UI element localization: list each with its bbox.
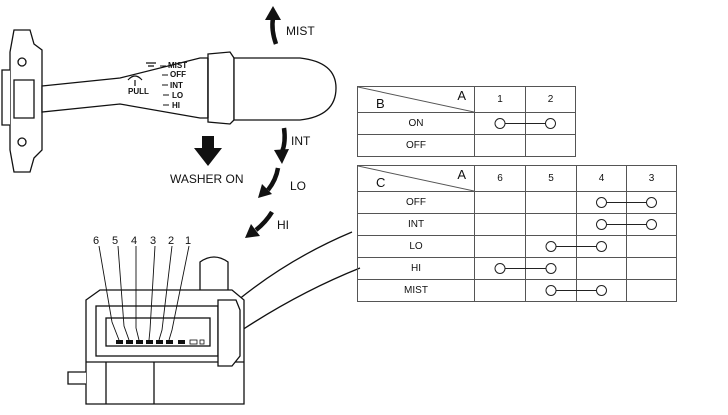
table-corner-cell: A C [357, 165, 475, 192]
switch-position-label: MIST [357, 279, 475, 302]
pin-number: 6 [93, 235, 99, 247]
continuity-cell [626, 191, 677, 214]
continuity-cell [525, 134, 576, 157]
continuity-cell [525, 112, 576, 135]
continuity-cell [626, 279, 677, 302]
washer-arrow-label: WASHER ON [170, 172, 244, 186]
corner-label-b: B [376, 96, 385, 111]
table-header-row: A B 1 2 [357, 86, 576, 113]
continuity-cell [474, 257, 526, 280]
corner-label-c: C [376, 175, 386, 190]
switch-position-label: OFF [357, 134, 475, 157]
switch-position-label: HI [357, 257, 475, 280]
continuity-cell [576, 279, 627, 302]
terminal-header: 1 [474, 86, 526, 113]
connector-pin-numbers: 6 5 4 3 2 1 [93, 235, 191, 247]
terminal-header: 3 [626, 165, 677, 192]
table-row: ON [357, 112, 576, 135]
stalk-label-lo: LO [172, 91, 183, 100]
wiper-lever [41, 51, 337, 125]
continuity-cell [525, 235, 577, 258]
continuity-table-c: A C 6 5 4 3 OFF INT LO HI MIST [357, 165, 677, 302]
table-row: HI [357, 257, 677, 280]
continuity-cell [525, 257, 577, 280]
pin-number: 2 [168, 235, 174, 247]
switch-position-label: LO [357, 235, 475, 258]
table-row: OFF [357, 134, 576, 157]
washer-arrow-icon [194, 136, 222, 166]
stalk-label-off: OFF [170, 70, 186, 79]
continuity-cell [576, 191, 627, 214]
mist-arrow-icon [265, 6, 281, 45]
switch-connector [67, 231, 361, 405]
continuity-cell [626, 235, 677, 258]
stalk-markings: PULL MIST OFF INT LO HI [127, 61, 187, 110]
stalk-label-int: INT [170, 81, 183, 90]
continuity-cell [525, 191, 577, 214]
corner-label-a: A [457, 88, 466, 103]
terminal-header: 5 [525, 165, 577, 192]
continuity-cell [474, 213, 526, 236]
table-row: OFF [357, 191, 677, 214]
stalk-label-mist: MIST [168, 61, 187, 70]
continuity-cell [474, 279, 526, 302]
switch-position-label: OFF [357, 191, 475, 214]
continuity-cell [474, 235, 526, 258]
column-mount [1, 29, 43, 173]
terminal-header: 4 [576, 165, 627, 192]
corner-label-a: A [457, 167, 466, 182]
continuity-table-b: A B 1 2 ON OFF [357, 86, 576, 157]
terminal-header: 6 [474, 165, 526, 192]
continuity-cell [474, 134, 526, 157]
pin-number: 3 [150, 235, 156, 247]
mist-arrow-label: MIST [286, 24, 315, 38]
pin-number: 1 [185, 235, 191, 247]
continuity-cell [576, 213, 627, 236]
table-header-row: A C 6 5 4 3 [357, 165, 677, 192]
washer-symbol-icon [146, 62, 156, 67]
pull-wiper-icon [127, 75, 143, 86]
continuity-cell [576, 235, 627, 258]
hi-arrow-icon [245, 210, 274, 238]
continuity-cell [525, 279, 577, 302]
pin-number: 5 [112, 235, 118, 247]
continuity-cell [626, 213, 677, 236]
continuity-cell [474, 191, 526, 214]
continuity-cell [626, 257, 677, 280]
table-row: INT [357, 213, 677, 236]
lo-arrow-label: LO [290, 179, 306, 193]
continuity-cell [525, 213, 577, 236]
stalk-label-hi: HI [172, 101, 180, 110]
pin-number: 4 [131, 235, 137, 247]
int-arrow-icon [274, 127, 289, 164]
connector-pin-row [116, 339, 205, 345]
table-corner-cell: A B [357, 86, 475, 113]
continuity-cell [474, 112, 526, 135]
stalk-label-pull: PULL [128, 87, 149, 96]
terminal-header: 2 [525, 86, 576, 113]
switch-position-label: INT [357, 213, 475, 236]
table-row: LO [357, 235, 677, 258]
hi-arrow-label: HI [277, 218, 289, 232]
switch-position-label: ON [357, 112, 475, 135]
lo-arrow-icon [258, 167, 281, 198]
continuity-cell [576, 257, 627, 280]
int-arrow-label: INT [291, 134, 311, 148]
table-row: MIST [357, 279, 677, 302]
pin-leader-lines [98, 245, 190, 341]
